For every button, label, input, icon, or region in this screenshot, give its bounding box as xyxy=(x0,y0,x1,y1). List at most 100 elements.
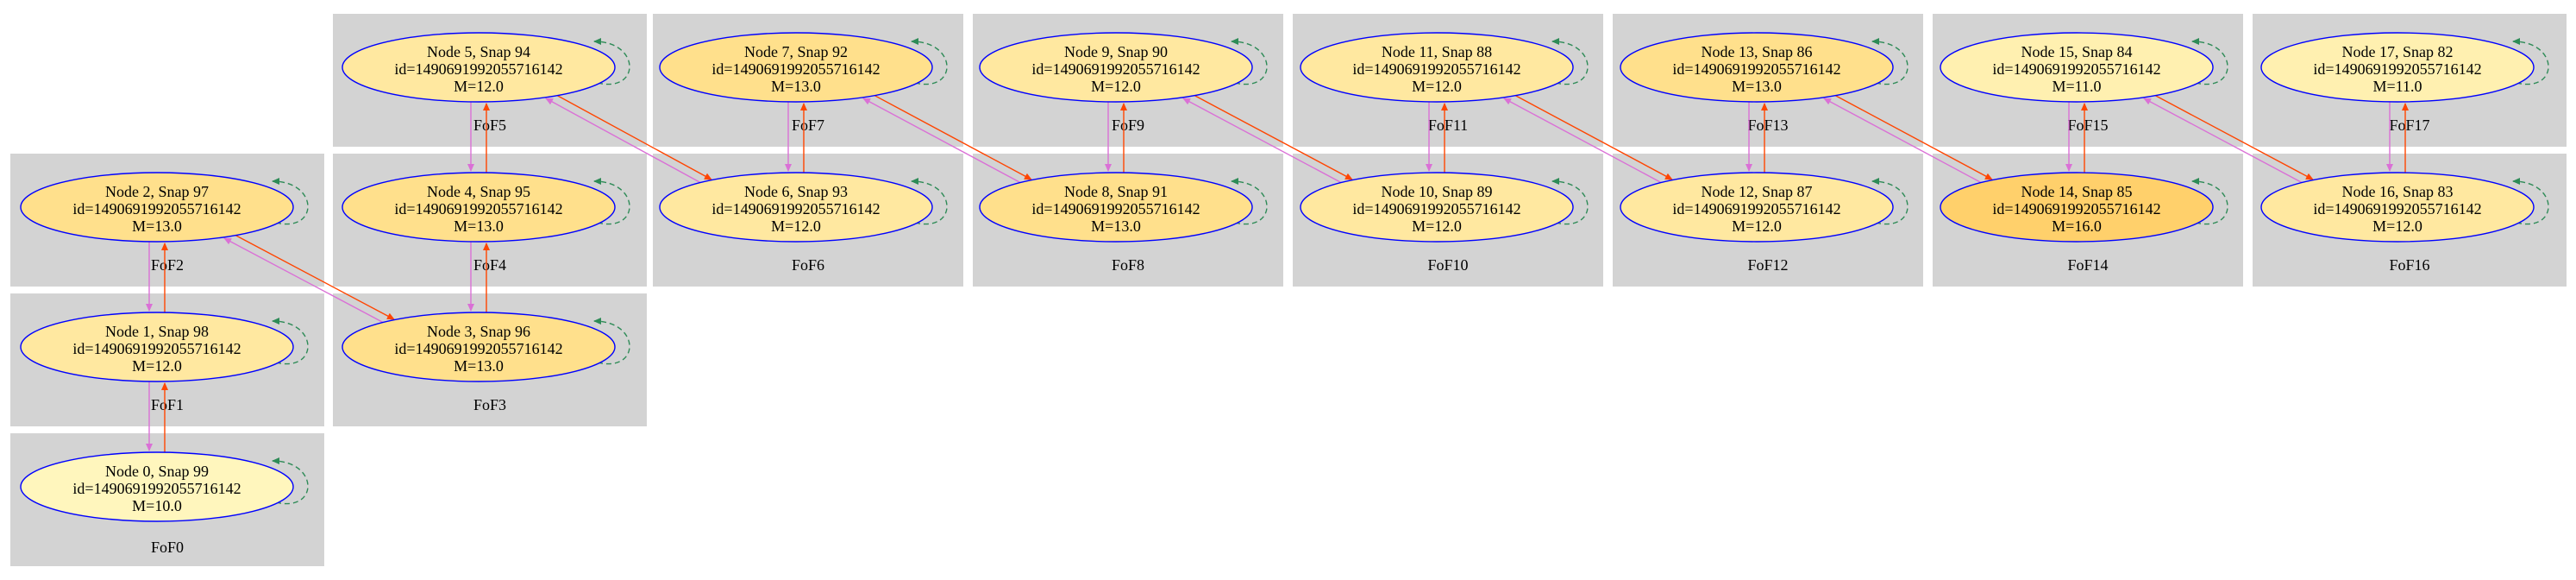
node-title: Node 8, Snap 91 xyxy=(1064,183,1168,200)
edge-self-loop xyxy=(2512,38,2549,85)
node-ellipse xyxy=(2260,32,2535,103)
node-mass: M=13.0 xyxy=(454,218,504,235)
node-ellipse xyxy=(659,172,933,243)
node-ellipse xyxy=(342,32,616,103)
cluster-label: FoF5 xyxy=(473,117,506,134)
edge-self-loop xyxy=(2191,38,2228,85)
node-id: id=1490691992055716142 xyxy=(1992,200,2160,218)
node-mass: M=11.0 xyxy=(2373,78,2422,95)
edge-self-loop xyxy=(272,178,309,225)
node-ellipse xyxy=(342,172,616,243)
node-mass: M=12.0 xyxy=(2372,218,2422,235)
cluster-label: FoF4 xyxy=(473,256,506,274)
edge-self-loop xyxy=(272,457,309,505)
node-title: Node 13, Snap 86 xyxy=(1702,43,1813,60)
halo-node-1[interactable]: Node 1, Snap 98id=1490691992055716142M=1… xyxy=(20,312,294,382)
edge-progenitor xyxy=(1503,98,1663,184)
node-id: id=1490691992055716142 xyxy=(2313,60,2481,78)
node-mass: M=16.0 xyxy=(2052,218,2102,235)
node-title: Node 15, Snap 84 xyxy=(2021,43,2133,60)
node-mass: M=13.0 xyxy=(454,357,504,375)
node-mass: M=13.0 xyxy=(1732,78,1782,95)
halo-node-12[interactable]: Node 12, Snap 87id=1490691992055716142M=… xyxy=(1620,172,1894,243)
halo-node-5[interactable]: Node 5, Snap 94id=1490691992055716142M=1… xyxy=(342,32,616,103)
node-ellipse xyxy=(1940,172,2214,243)
edge-self-loop xyxy=(1551,178,1589,225)
cluster-label: FoF3 xyxy=(473,396,506,413)
cluster-label: FoF14 xyxy=(2067,256,2108,274)
halo-node-16[interactable]: Node 16, Snap 83id=1490691992055716142M=… xyxy=(2260,172,2535,243)
node-ellipse xyxy=(659,32,933,103)
cluster-label: FoF8 xyxy=(1112,256,1144,274)
edge-self-loop xyxy=(911,178,948,225)
node-ellipse xyxy=(1620,32,1894,103)
cluster-label: FoF0 xyxy=(151,539,184,556)
node-id: id=1490691992055716142 xyxy=(394,60,562,78)
node-id: id=1490691992055716142 xyxy=(72,200,241,218)
edge-progenitor xyxy=(2143,98,2303,184)
node-ellipse xyxy=(20,172,294,243)
node-mass: M=11.0 xyxy=(2053,78,2102,95)
node-id: id=1490691992055716142 xyxy=(394,340,562,357)
cluster-label: FoF6 xyxy=(792,256,824,274)
node-ellipse xyxy=(1300,32,1574,103)
halo-node-10[interactable]: Node 10, Snap 89id=1490691992055716142M=… xyxy=(1300,172,1574,243)
halo-node-0[interactable]: Node 0, Snap 99id=149069199205571614​2M=… xyxy=(20,451,294,522)
node-title: Node 1, Snap 98 xyxy=(105,323,209,340)
node-mass: M=12.0 xyxy=(132,357,182,375)
edge-self-loop xyxy=(911,38,948,85)
halo-node-3[interactable]: Node 3, Snap 96id=1490691992055716142M=1… xyxy=(342,312,616,382)
edge-progenitor xyxy=(223,237,385,324)
edge-self-loop xyxy=(1551,38,1589,85)
node-ellipse xyxy=(2260,172,2535,243)
cluster-label: FoF1 xyxy=(151,396,184,413)
halo-node-14[interactable]: Node 14, Snap 85id=1490691992055716142M=… xyxy=(1940,172,2214,243)
node-id: id=1490691992055716142 xyxy=(394,200,562,218)
node-mass: M=12.0 xyxy=(771,218,821,235)
node-mass: M=12.0 xyxy=(1412,78,1462,95)
node-title: Node 3, Snap 96 xyxy=(427,323,530,340)
edge-self-loop xyxy=(2191,178,2228,225)
cluster-label: FoF17 xyxy=(2389,117,2429,134)
node-ellipse xyxy=(342,312,616,382)
edge-progenitor xyxy=(545,98,702,184)
edge-self-loop xyxy=(593,178,630,225)
node-id: id=1490691992055716142 xyxy=(1672,200,1840,218)
node-id: id=1490691992055716142 xyxy=(711,60,880,78)
node-ellipse xyxy=(1300,172,1574,243)
halo-node-2[interactable]: Node 2, Snap 97id=1490691992055716142M=1… xyxy=(20,172,294,243)
edge-self-loop xyxy=(272,318,309,365)
node-title: Node 11, Snap 88 xyxy=(1382,43,1492,60)
halo-node-9[interactable]: Node 9, Snap 90id=1490691992055716142M=1… xyxy=(979,32,1253,103)
edge-descendant xyxy=(2153,94,2314,180)
node-id: id=1490691992055716142 xyxy=(711,200,880,218)
node-title: Node 17, Snap 82 xyxy=(2342,43,2454,60)
cluster-label: FoF15 xyxy=(2067,117,2108,134)
halo-node-15[interactable]: Node 15, Snap 84id=1490691992055716142M=… xyxy=(1940,32,2214,103)
node-id: id=1490691992055716142 xyxy=(1031,200,1200,218)
node-title: Node 12, Snap 87 xyxy=(1702,183,1813,200)
halo-node-6[interactable]: Node 6, Snap 93id=1490691992055716142M=1… xyxy=(659,172,933,243)
halo-node-4[interactable]: Node 4, Snap 95id=1490691992055716142M=1… xyxy=(342,172,616,243)
edge-self-loop xyxy=(1231,38,1268,85)
cluster-label: FoF16 xyxy=(2389,256,2429,274)
edge-self-loop xyxy=(1871,178,1908,225)
node-ellipse xyxy=(1940,32,2214,103)
halo-node-8[interactable]: Node 8, Snap 91id=1490691992055716142M=1… xyxy=(979,172,1253,243)
halo-node-7[interactable]: Node 7, Snap 92id=1490691992055716142M=1… xyxy=(659,32,933,103)
node-ellipse xyxy=(20,312,294,382)
node-title: Node 7, Snap 92 xyxy=(744,43,848,60)
cluster-label: FoF10 xyxy=(1427,256,1468,274)
edge-descendant xyxy=(873,94,1032,180)
node-mass: M=13.0 xyxy=(132,218,182,235)
edge-progenitor xyxy=(1823,98,1983,184)
halo-node-11[interactable]: Node 11, Snap 88id=1490691992055716142M=… xyxy=(1300,32,1574,103)
cluster-label: FoF7 xyxy=(792,117,824,134)
node-id: id=1490691992055716142 xyxy=(1672,60,1840,78)
node-title: Node 2, Snap 97 xyxy=(105,183,209,200)
node-mass: M=10.0 xyxy=(132,497,182,514)
cluster-label: FoF11 xyxy=(1428,117,1468,134)
halo-node-17[interactable]: Node 17, Snap 82id=1490691992055716142M=… xyxy=(2260,32,2535,103)
halo-node-13[interactable]: Node 13, Snap 86id=1490691992055716142M=… xyxy=(1620,32,1894,103)
